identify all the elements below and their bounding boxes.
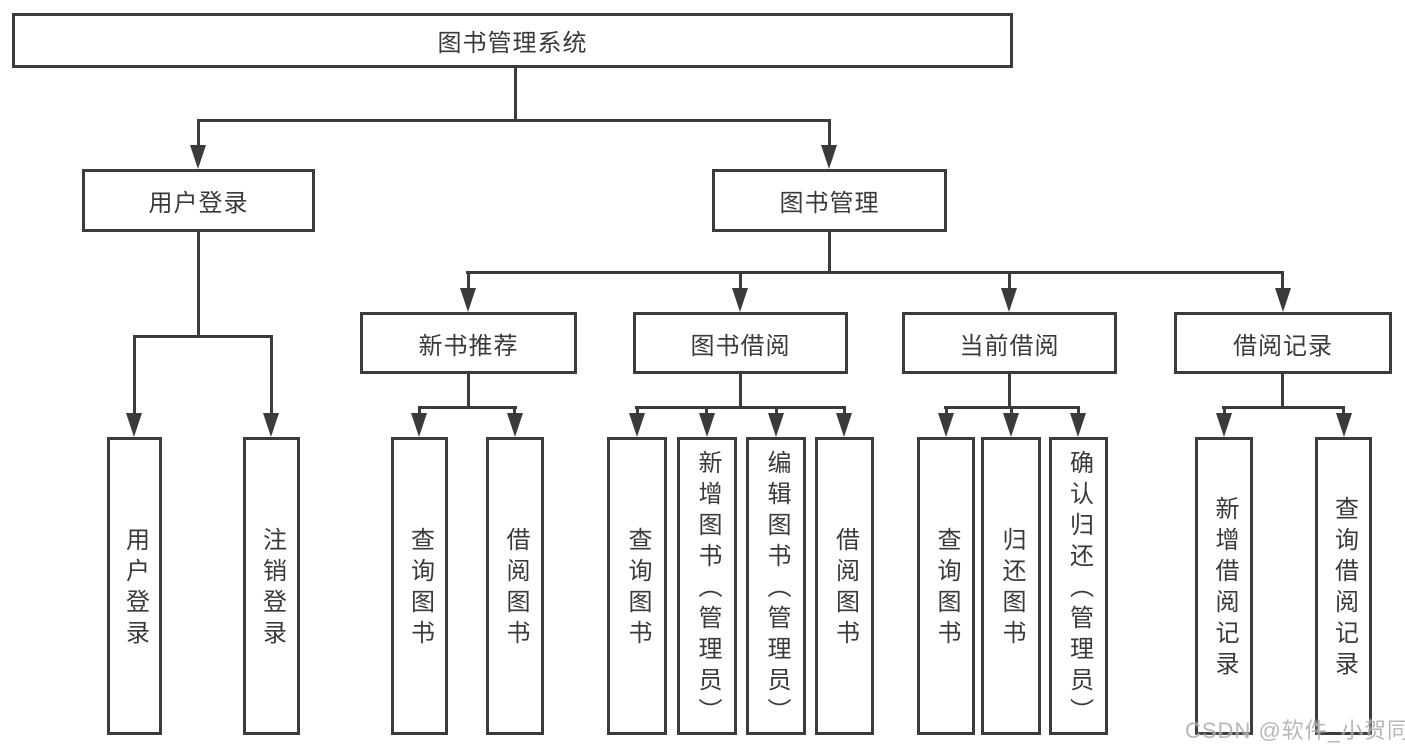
connector-user-login-trunk: [197, 232, 200, 338]
connector-login-stem: [133, 335, 136, 415]
arrow-down-g1-c2: [507, 413, 523, 437]
arrow-down-g1-c1: [411, 413, 427, 437]
connector-g4-c1-stem: [1223, 406, 1226, 416]
connector-g1-trunk: [467, 374, 470, 409]
connector-book-borrow-stem: [739, 271, 742, 291]
node-leaf-edit-books-admin: 编辑图书（管理员）: [746, 437, 806, 735]
connector-g3-c3-stem: [1077, 406, 1080, 416]
connector-user-login-stem: [197, 119, 200, 147]
arrow-down-g3-c1: [938, 413, 954, 437]
node-leaf-return-books: 归还图书: [981, 437, 1041, 735]
connector-user-login-bar: [133, 335, 273, 338]
connector-g1-c2-stem: [513, 406, 516, 416]
connector-g3-c1-stem: [945, 406, 948, 416]
connector-g4-c2-stem: [1342, 406, 1345, 416]
arrow-down-g2-c4: [836, 413, 852, 437]
node-leaf-add-borrow-record: 新增借阅记录: [1195, 437, 1253, 735]
connector-borrow-records-stem: [1281, 271, 1284, 291]
connector-g3-trunk: [1008, 374, 1011, 409]
connector-g3-c2-stem: [1010, 406, 1013, 416]
arrow-down-g4-c1: [1216, 413, 1232, 437]
node-leaf-borrow-books-2: 借阅图书: [815, 437, 874, 735]
connector-book-mgmt-trunk: [828, 232, 831, 274]
arrow-down-g2-c3: [768, 413, 784, 437]
node-book-borrowing: 图书借阅: [633, 312, 848, 374]
node-leaf-confirm-return-admin: 确认归还（管理员）: [1049, 437, 1108, 735]
arrow-down-user-login: [190, 145, 206, 169]
connector-g2-c4-stem: [843, 406, 846, 416]
arrow-down-login: [126, 413, 142, 437]
connector-g1-bar: [418, 406, 517, 409]
connector-g2-bar: [635, 406, 845, 409]
connector-logout-stem: [270, 335, 273, 415]
node-leaf-user-login: 用户登录: [107, 437, 162, 735]
arrow-down-current-borrow: [1001, 288, 1017, 312]
node-leaf-add-books-admin: 新增图书（管理员）: [677, 437, 737, 735]
connector-g2-c3-stem: [775, 406, 778, 416]
connector-level2-bar: [197, 119, 831, 122]
arrow-down-borrow-records: [1275, 288, 1291, 312]
connector-current-borrow-stem: [1008, 271, 1011, 291]
connector-g2-c2-stem: [705, 406, 708, 416]
node-leaf-query-books-3: 查询图书: [917, 437, 975, 735]
connector-level3-bar: [466, 271, 1284, 274]
node-leaf-query-books-1: 查询图书: [391, 437, 448, 735]
connector-g4-trunk: [1281, 374, 1284, 409]
node-leaf-query-books-2: 查询图书: [607, 437, 667, 735]
connector-g2-c1-stem: [636, 406, 639, 416]
connector-g4-bar: [1222, 406, 1345, 409]
connector-g2-trunk: [739, 374, 742, 409]
arrow-down-book-mgmt: [821, 145, 837, 169]
arrow-down-g4-c2: [1336, 413, 1352, 437]
node-current-borrowing: 当前借阅: [902, 312, 1117, 374]
arrow-down-logout: [263, 413, 279, 437]
node-library-management-system: 图书管理系统: [12, 13, 1013, 68]
node-leaf-logout: 注销登录: [243, 437, 300, 735]
arrow-down-g2-c2: [699, 413, 715, 437]
connector-root-stem: [514, 68, 517, 122]
arrow-down-g3-c2: [1003, 413, 1019, 437]
node-borrowing-records: 借阅记录: [1174, 312, 1392, 374]
node-new-book-recommend: 新书推荐: [360, 312, 577, 374]
connector-g1-c1-stem: [418, 406, 421, 416]
csdn-watermark: CSDN @软件_小贺同学: [1185, 718, 1405, 743]
arrow-down-g2-c1: [629, 413, 645, 437]
node-book-management: 图书管理: [712, 169, 947, 232]
arrow-down-new-books: [460, 288, 476, 312]
connector-book-mgmt-stem: [828, 119, 831, 147]
arrow-down-g3-c3: [1070, 413, 1086, 437]
connector-new-books-stem: [467, 271, 470, 291]
arrow-down-book-borrow: [732, 288, 748, 312]
node-user-login: 用户登录: [82, 169, 315, 232]
node-leaf-query-borrow-record: 查询借阅记录: [1315, 437, 1372, 735]
node-leaf-borrow-books-1: 借阅图书: [486, 437, 544, 735]
